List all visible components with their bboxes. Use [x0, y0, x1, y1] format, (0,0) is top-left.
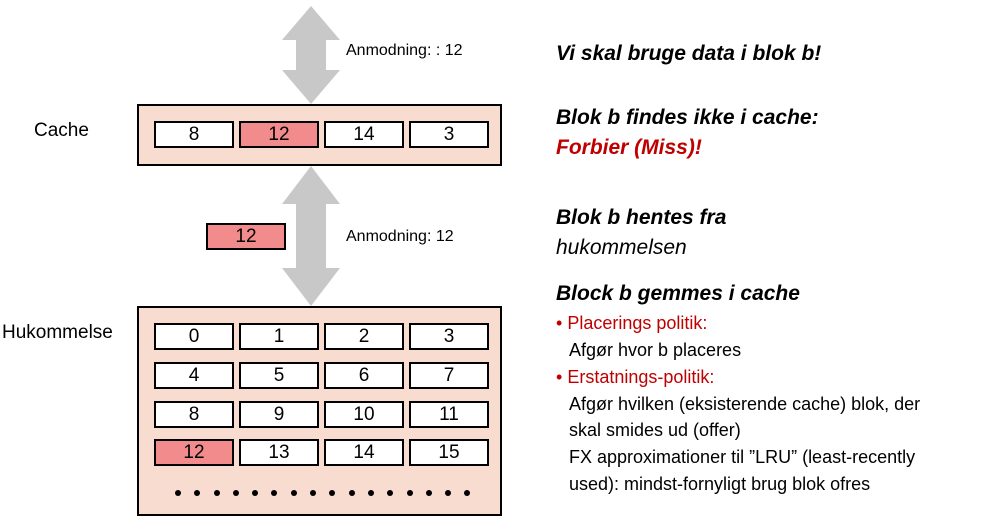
replacement-policy-desc-1: Afgør hvilken (eksisterende cache) blok,…: [569, 394, 921, 414]
cache-label: Cache: [34, 120, 89, 141]
placement-policy-bullet: • Placerings politik:: [556, 313, 708, 333]
replacement-policy-bullet: • Erstatnings-politik:: [556, 367, 715, 387]
dot: [406, 490, 413, 496]
moving-block: 12: [206, 223, 286, 250]
replacement-policy-label: Erstatnings-politik:: [567, 367, 715, 387]
memory-label: Hukommelse: [2, 322, 113, 343]
dot: [425, 490, 432, 496]
memory-block: 5: [239, 362, 319, 389]
step-not-in-cache: Blok b findes ikke i cache:: [556, 106, 819, 129]
step-fetch: Blok b hentes fra: [556, 206, 727, 229]
cache-block: 8: [154, 121, 234, 148]
transfer-arrow-middle: [282, 166, 340, 306]
cache-block: 3: [409, 121, 489, 148]
dot: [310, 490, 317, 496]
memory-block: 7: [409, 362, 489, 389]
replacement-policy-desc-3: FX approximationer til ”LRU” (least-rece…: [569, 447, 916, 467]
memory-block: 10: [324, 401, 404, 428]
request-label-middle: Anmodning: 12: [346, 228, 454, 245]
placement-policy-label: Placerings politik:: [567, 313, 708, 333]
memory-block: 2: [324, 323, 404, 350]
step-fetch-source: hukommelsen: [556, 236, 687, 259]
dot: [348, 490, 355, 496]
memory-block: 8: [154, 401, 234, 428]
memory-block: 4: [154, 362, 234, 389]
placement-policy-desc: Afgør hvor b placeres: [569, 340, 742, 360]
miss-label: Forbier (Miss)!: [556, 136, 702, 159]
dot: [194, 490, 201, 496]
dot: [213, 490, 220, 496]
dot: [367, 490, 374, 496]
cache-block-highlighted: 12: [239, 121, 319, 148]
dot: [464, 490, 471, 496]
memory-block-highlighted: 12: [154, 439, 234, 466]
dot: [290, 490, 297, 496]
dot: [445, 490, 452, 496]
request-label-top: Anmodning: : 12: [346, 42, 463, 59]
dot: [329, 490, 336, 496]
memory-block: 15: [409, 439, 489, 466]
continuation-dots: [175, 490, 484, 496]
request-arrow-top: [282, 6, 340, 104]
replacement-policy-desc-2: skal smides ud (offer): [569, 420, 741, 440]
dot: [175, 490, 181, 496]
memory-block: 9: [239, 401, 319, 428]
dot: [252, 490, 259, 496]
memory-block: 3: [409, 323, 489, 350]
memory-block: 14: [324, 439, 404, 466]
replacement-policy-desc-4: used): mindst-fornyligt brug blok ofres: [569, 474, 871, 494]
cache-box: 8 12 14 3: [137, 104, 502, 166]
step-need-data: Vi skal bruge data i blok b!: [556, 42, 822, 65]
step-store: Block b gemmes i cache: [556, 282, 800, 305]
memory-block: 11: [409, 401, 489, 428]
dot: [387, 490, 394, 496]
memory-box: 0 1 2 3 4 5 6 7 8 9 10 11 12 13 14 15: [137, 306, 502, 516]
memory-block: 6: [324, 362, 404, 389]
dot: [271, 490, 278, 496]
dot: [232, 490, 239, 496]
memory-block: 1: [239, 323, 319, 350]
cache-block: 14: [324, 121, 404, 148]
memory-block: 13: [239, 439, 319, 466]
memory-block: 0: [154, 323, 234, 350]
